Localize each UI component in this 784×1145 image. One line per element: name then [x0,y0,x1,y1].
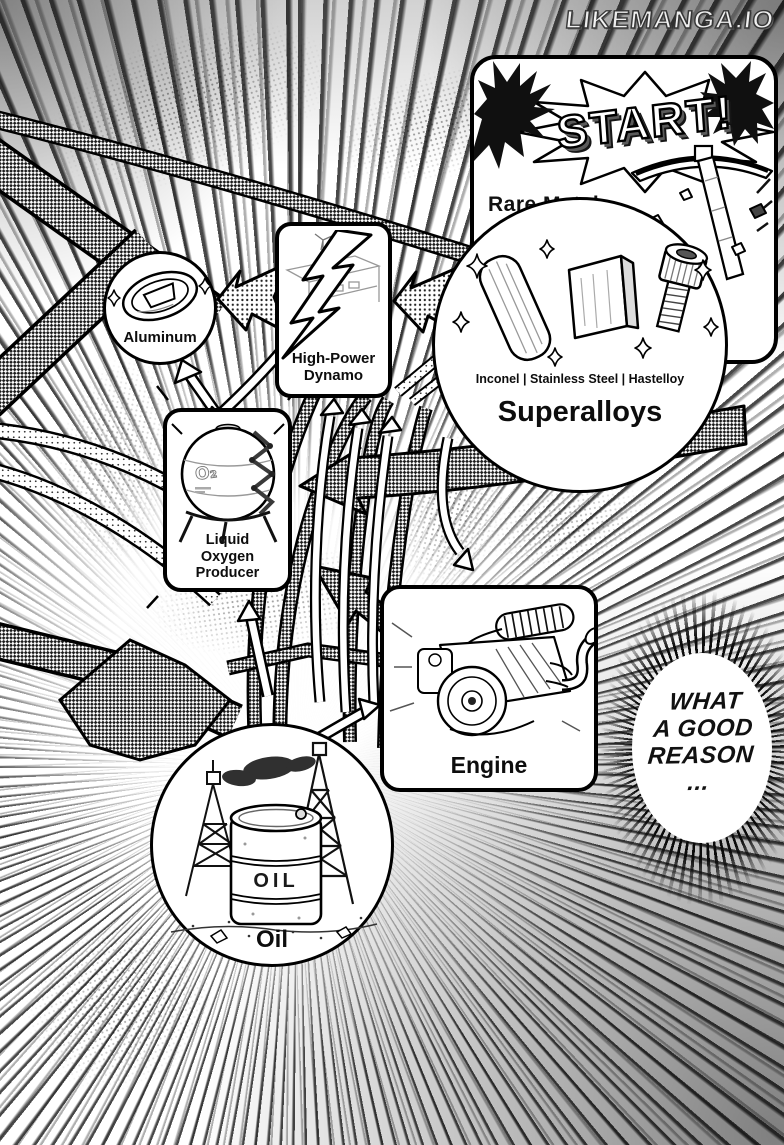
watermark: LIKEMANGA.IO [564,5,777,34]
aluminum-ingot-icon [107,270,212,322]
superalloys-materials: Inconel | Stainless Steel | Hastelloy [475,372,685,386]
superalloy-samples-icon [452,239,719,367]
oxygen-tank-icon: O₂ [171,423,285,544]
engine-node: Engine [380,585,598,792]
oil-barrel-icon: OIL [229,803,323,926]
speech-text: WHAT A GOOD REASON ... [646,687,755,797]
speech-bubble: WHAT A GOOD REASON ... [588,592,784,904]
oil-label: Oil [255,926,288,954]
dynamo-node: High-Power Dynamo [275,222,392,398]
air-cleaner [495,603,575,641]
dynamo-plant-icon [281,230,382,360]
engine-icon [389,603,594,737]
lox-label: Liquid Oxygen Producer [195,532,260,581]
pulley [436,665,508,737]
dynamo-label: High-Power Dynamo [291,350,376,385]
oil-node: OIL Oil [150,723,394,967]
barrel-label: OIL [253,870,298,892]
metal-plate-icon [567,254,640,340]
aluminum-node: Aluminum [103,251,217,365]
superalloys-title: Superalloys [497,396,663,428]
lightning-icon [281,230,373,360]
tank-label: O₂ [194,462,218,485]
superalloys-node: Inconel | Stainless Steel | Hastelloy Su… [432,197,728,493]
engine-label: Engine [450,752,528,779]
lox-node: O₂ Liquid Oxygen Producer [163,408,292,592]
tree-silhouettes [222,756,316,787]
metal-cylinder-icon [478,254,552,362]
bolt-icon [655,243,709,333]
aluminum-label: Aluminum [123,329,197,347]
